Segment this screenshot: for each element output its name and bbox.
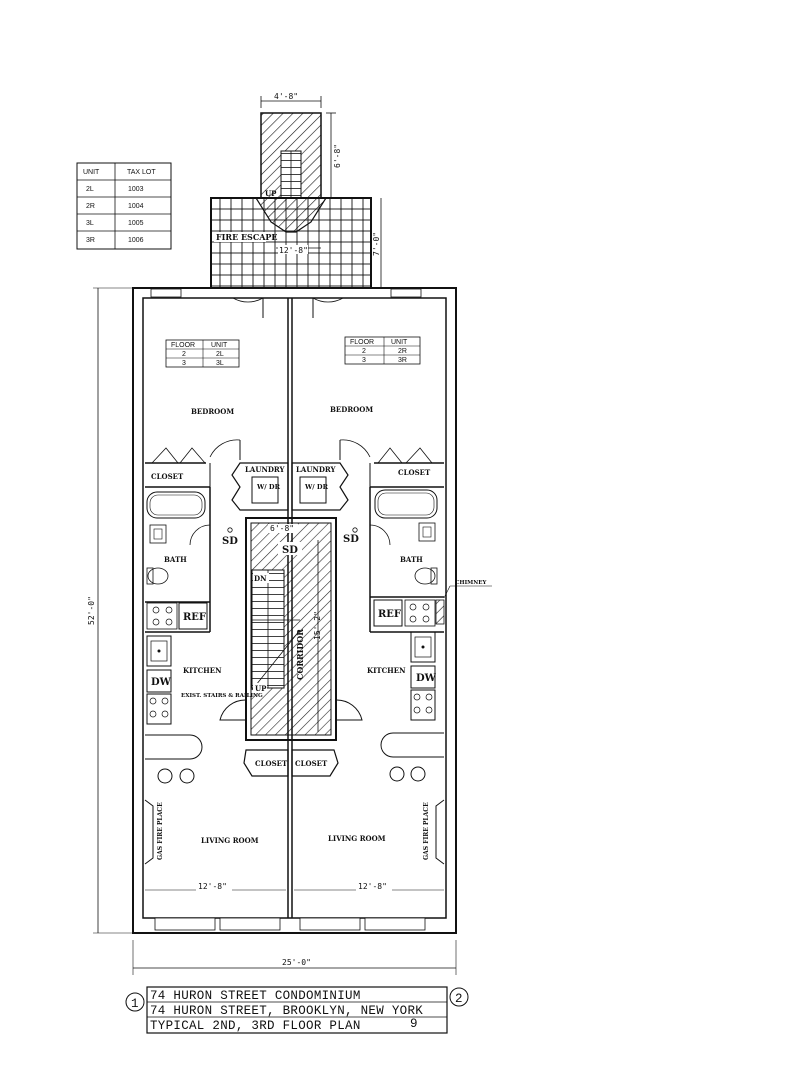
tax-lot-cell: 3L bbox=[86, 220, 94, 227]
unit-table-cell: 2 bbox=[182, 351, 186, 358]
fireplace-right-label: GAS FIRE PLACE bbox=[423, 802, 430, 860]
living-room-left-label: LIVING ROOM bbox=[201, 836, 259, 845]
laundry-right-label: LAUNDRY bbox=[296, 465, 337, 474]
title-marker-left: 1 bbox=[131, 997, 139, 1011]
stair-down-label: DN bbox=[254, 574, 267, 583]
unit-left-width-dim: 12'-8" bbox=[198, 882, 227, 891]
ref-left-label: REF bbox=[183, 612, 206, 623]
kitchen-right-label: KITCHEN bbox=[367, 666, 406, 675]
tax-lot-table: UNIT TAX LOT 2L 1003 2R 1004 3L 1005 3R … bbox=[76, 162, 172, 250]
unit-table-header: UNIT bbox=[211, 342, 228, 349]
unit-right-width-dim: 12'-8" bbox=[358, 882, 387, 891]
stair-width-dim: 4'-8" bbox=[274, 92, 298, 101]
overall-dimensions: 52'-0" 25'-0" 12'-8" 12'-8" bbox=[87, 287, 457, 975]
smoke-detector-corridor: SD bbox=[282, 545, 298, 556]
tax-lot-cell: 2L bbox=[86, 186, 94, 193]
unit-table-cell: 3R bbox=[398, 357, 407, 364]
unit-table-cell: 2L bbox=[216, 351, 224, 358]
tax-lot-cell: 1003 bbox=[128, 186, 144, 193]
unit-table-header: UNIT bbox=[391, 339, 408, 346]
closet-front-right-label: CLOSET bbox=[295, 759, 328, 768]
tax-lot-cell: 3R bbox=[86, 237, 95, 244]
unit-table-cell: 2 bbox=[362, 348, 366, 355]
closet-left-label: CLOSET bbox=[151, 472, 184, 481]
dw-left-label: DW bbox=[151, 677, 172, 688]
ref-right-label: REF bbox=[378, 609, 401, 620]
chimney-label: CHIMNEY bbox=[455, 580, 486, 586]
left-unit-interior: CLOSET BATH SD REF DW bbox=[144, 439, 263, 865]
unit-table-cell: 3 bbox=[362, 357, 366, 364]
title-line-2: 74 HURON STREET, BROOKLYN, NEW YORK bbox=[150, 1004, 423, 1018]
smoke-detector-left: SD bbox=[222, 536, 238, 547]
stair-up-label: UP bbox=[265, 189, 277, 198]
stair-up-main-label: UP bbox=[255, 684, 267, 693]
unit-left-table: FLOOR UNIT 2 2L 3 3L bbox=[165, 339, 240, 368]
title-block: 1 2 74 HURON STREET CONDOMINIUM 74 HURON… bbox=[125, 986, 469, 1034]
closet-right-label: CLOSET bbox=[398, 468, 431, 477]
central-corridor: DN UP 6'-8" SD 15'-2" CORRIDOR bbox=[219, 517, 363, 741]
fire-escape-label: FIRE ESCAPE bbox=[216, 232, 278, 242]
sheet-number: 9 bbox=[410, 1017, 418, 1031]
front-closets: CLOSET CLOSET bbox=[243, 749, 339, 777]
fireplace-left-label: GAS FIRE PLACE bbox=[157, 802, 164, 860]
title-line-3: TYPICAL 2ND, 3RD FLOOR PLAN bbox=[150, 1019, 361, 1033]
tax-lot-cell: 1006 bbox=[128, 237, 144, 244]
tax-lot-cell: 2R bbox=[86, 203, 95, 210]
tax-lot-cell: 1004 bbox=[128, 203, 144, 210]
kitchen-left-label: KITCHEN bbox=[183, 666, 222, 675]
unit-table-cell: 3 bbox=[182, 360, 186, 367]
unit-right-table: FLOOR UNIT 2 2R 3 3R bbox=[344, 336, 421, 365]
washer-dryer-right: W/ DR bbox=[304, 483, 329, 491]
rear-stair: 4'-8" 6'-8" UP bbox=[260, 92, 342, 199]
unit-table-cell: 2R bbox=[398, 348, 407, 355]
fire-escape-depth-dim: 7'-0" bbox=[372, 232, 381, 256]
corridor-width-dim: 6'-8" bbox=[270, 524, 294, 533]
building-walls bbox=[132, 287, 457, 934]
corridor-label: CORRIDOR bbox=[295, 629, 305, 680]
bath-left-label: BATH bbox=[164, 555, 187, 564]
tax-lot-header-unit: UNIT bbox=[83, 169, 100, 176]
living-room-right-label: LIVING ROOM bbox=[328, 834, 386, 843]
stair-depth-dim: 6'-8" bbox=[333, 144, 342, 168]
right-unit-interior: CLOSET BATH SD REF CHIMNEY DW bbox=[328, 439, 492, 865]
laundry-closets: LAUNDRY LAUNDRY W/ DR W/ DR bbox=[231, 462, 349, 511]
tax-lot-header-lot: TAX LOT bbox=[127, 169, 156, 176]
laundry-left-label: LAUNDRY bbox=[245, 465, 286, 474]
closet-front-left-label: CLOSET bbox=[255, 759, 288, 768]
corridor-length-dim: 15'-2" bbox=[313, 611, 322, 640]
dw-right-label: DW bbox=[416, 673, 437, 684]
building-depth-dim: 52'-0" bbox=[87, 596, 96, 625]
bedroom-left-label: BEDROOM bbox=[191, 407, 234, 416]
bedroom-right-label: BEDROOM bbox=[330, 405, 373, 414]
bath-right-label: BATH bbox=[400, 555, 423, 564]
unit-table-cell: 3L bbox=[216, 360, 224, 367]
fire-escape-width-dim: 12'-8" bbox=[279, 246, 308, 255]
smoke-detector-right: SD bbox=[343, 534, 359, 545]
washer-dryer-left: W/ DR bbox=[256, 483, 281, 491]
tax-lot-cell: 1005 bbox=[128, 220, 144, 227]
building-width-dim: 25'-0" bbox=[282, 958, 311, 967]
fire-escape: FIRE ESCAPE 12'-8" 7'-0" bbox=[210, 197, 382, 289]
unit-table-header: FLOOR bbox=[350, 339, 374, 346]
title-marker-right: 2 bbox=[455, 992, 463, 1006]
existing-stairs-label: EXIST. STAIRS & RAILING bbox=[181, 693, 263, 699]
unit-table-header: FLOOR bbox=[171, 342, 195, 349]
title-line-1: 74 HURON STREET CONDOMINIUM bbox=[150, 989, 361, 1003]
